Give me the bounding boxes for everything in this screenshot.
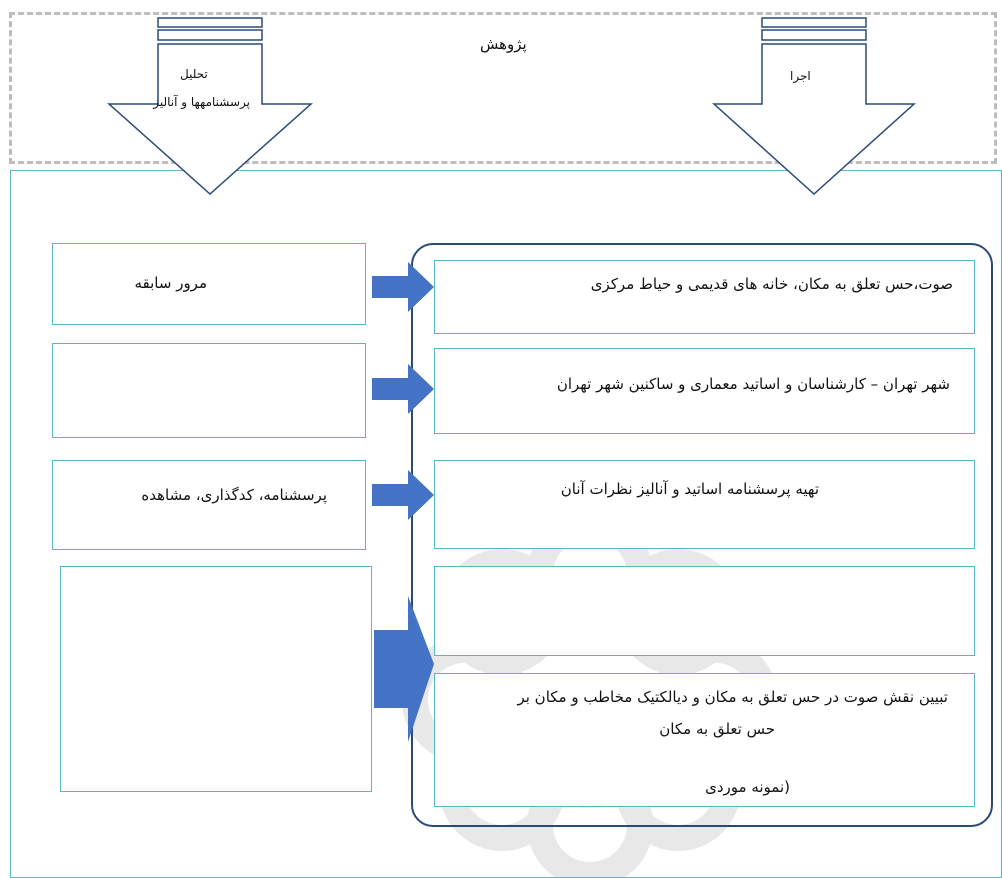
conclusion-line-3: (نمونه موردی (705, 778, 790, 796)
analysis-arrow-label: تحلیل (180, 67, 208, 81)
right-arrow-icon (372, 262, 434, 312)
right-box-population: شهر تهران – کارشناسان و اساتید معماری و … (434, 348, 975, 434)
down-arrow-icon (712, 17, 916, 196)
left-box-text: پرسشنامه، کدگذاری، مشاهده (141, 486, 327, 504)
research-title: پژوهش (480, 35, 527, 53)
conclusion-line-1: تبیین نقش صوت در حس تعلق به مکان و دیالک… (517, 688, 948, 706)
right-arrow-icon (372, 364, 434, 414)
right-box-questionnaire: تهیه پرسشنامه اساتید و آنالیز نظرات آنان (434, 460, 975, 549)
execution-arrow-label: اجرا (790, 69, 811, 83)
execution-rounded-frame (411, 243, 993, 827)
right-box-topic: صوت،حس تعلق به مکان، خانه های قدیمی و حی… (434, 260, 975, 334)
right-arrow-icon (372, 470, 434, 520)
left-box-empty (60, 566, 372, 792)
right-arrow-icon (374, 596, 434, 742)
left-box-text: مرور سابقه (134, 274, 207, 292)
right-box-text: تهیه پرسشنامه اساتید و آنالیز نظرات آنان (560, 480, 819, 498)
right-box-text: صوت،حس تعلق به مکان، خانه های قدیمی و حی… (590, 275, 953, 293)
left-box-empty (52, 343, 366, 438)
left-box-literature-review: مرور سابقه (52, 243, 366, 325)
right-box-conclusion: تبیین نقش صوت در حس تعلق به مکان و دیالک… (434, 673, 975, 807)
down-arrow-icon (107, 17, 313, 196)
research-dashed-frame (9, 12, 997, 164)
right-box-text: شهر تهران – کارشناسان و اساتید معماری و … (556, 375, 950, 393)
right-box-empty (434, 566, 975, 656)
conclusion-line-2: حس تعلق به مکان (659, 720, 775, 738)
left-box-questionnaire-coding: پرسشنامه، کدگذاری، مشاهده (52, 460, 366, 550)
analysis-arrow-sublabel: پرسشنامهها و آنالیز (153, 95, 250, 109)
